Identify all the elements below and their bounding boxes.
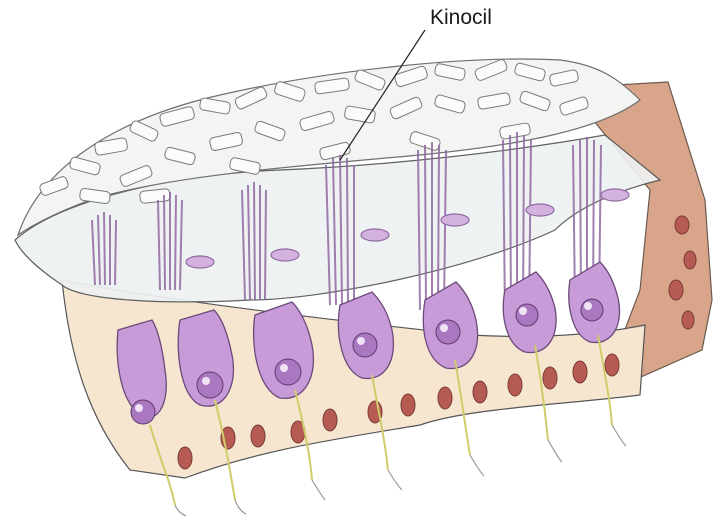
kinocil-label: Kinocil: [430, 6, 492, 29]
